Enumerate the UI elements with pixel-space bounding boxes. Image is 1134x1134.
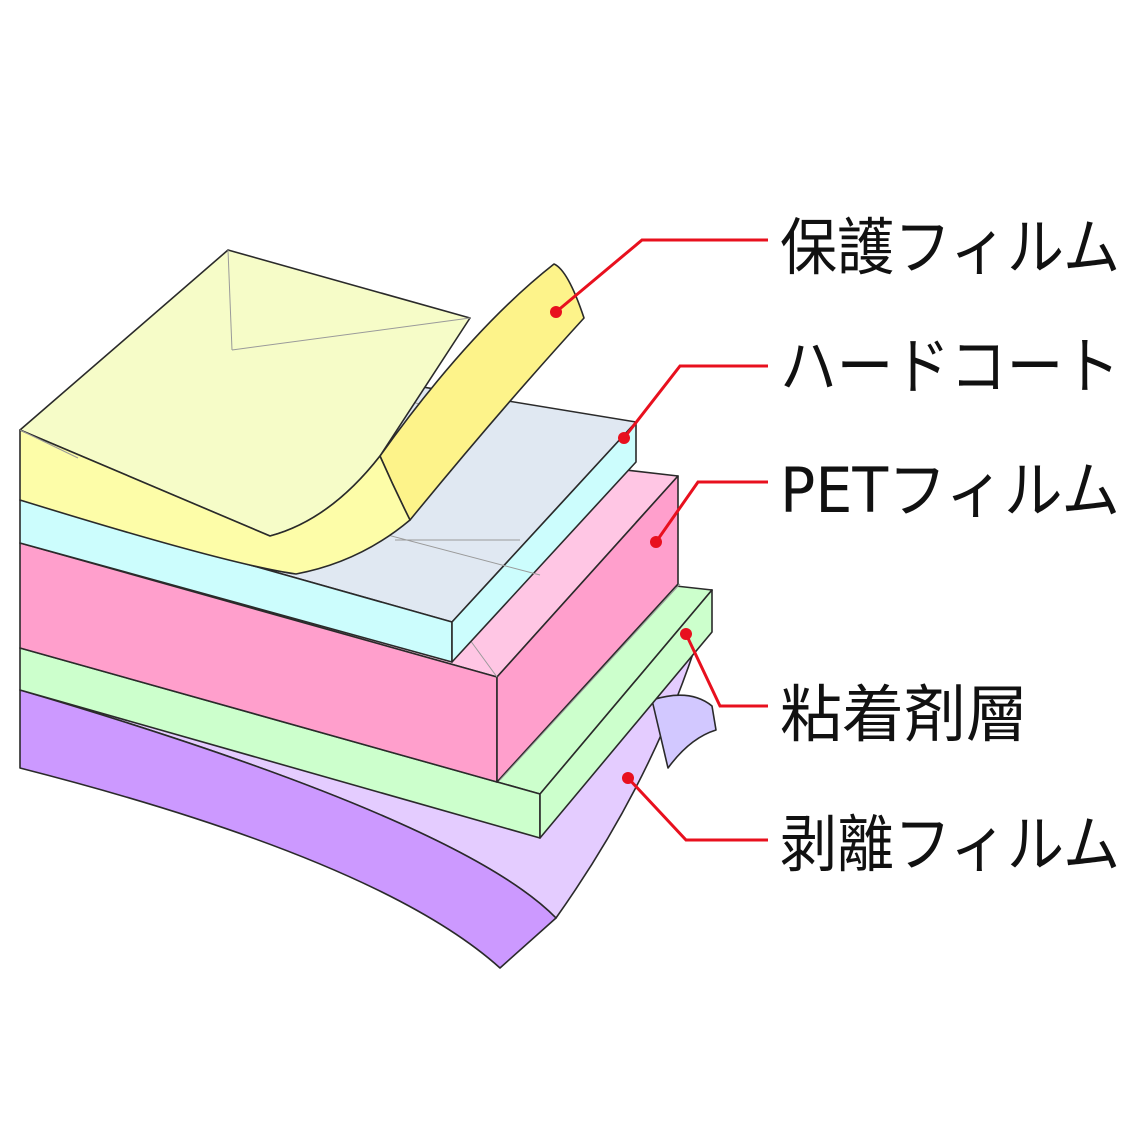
leader-pet-film <box>650 480 768 548</box>
release-film-front <box>19 689 557 969</box>
hardcoat-side <box>451 421 637 663</box>
leader-release-film <box>622 772 768 842</box>
protective-film-layer <box>19 249 585 575</box>
protective-film-front <box>19 429 411 575</box>
label-pet-film: PETフィルム <box>780 454 1120 527</box>
label-release-film: 剥離フィルム <box>780 808 1120 881</box>
leader-adhesive <box>680 628 768 708</box>
pet-film-side <box>496 475 679 783</box>
label-protective-film: 保護フィルム <box>780 211 1120 284</box>
leader-hardcoat <box>618 364 768 444</box>
leader-lines <box>550 238 768 842</box>
adhesive-side <box>539 589 713 839</box>
label-hardcoat: ハードコート <box>780 330 1120 403</box>
release-film-curl-back <box>651 694 717 769</box>
leader-protective-film <box>550 238 768 318</box>
label-adhesive: 粘着剤層 <box>780 678 1028 751</box>
layer-labels: 保護フィルム ハードコート PETフィルム 粘着剤層 剥離フィルム <box>780 211 1120 881</box>
